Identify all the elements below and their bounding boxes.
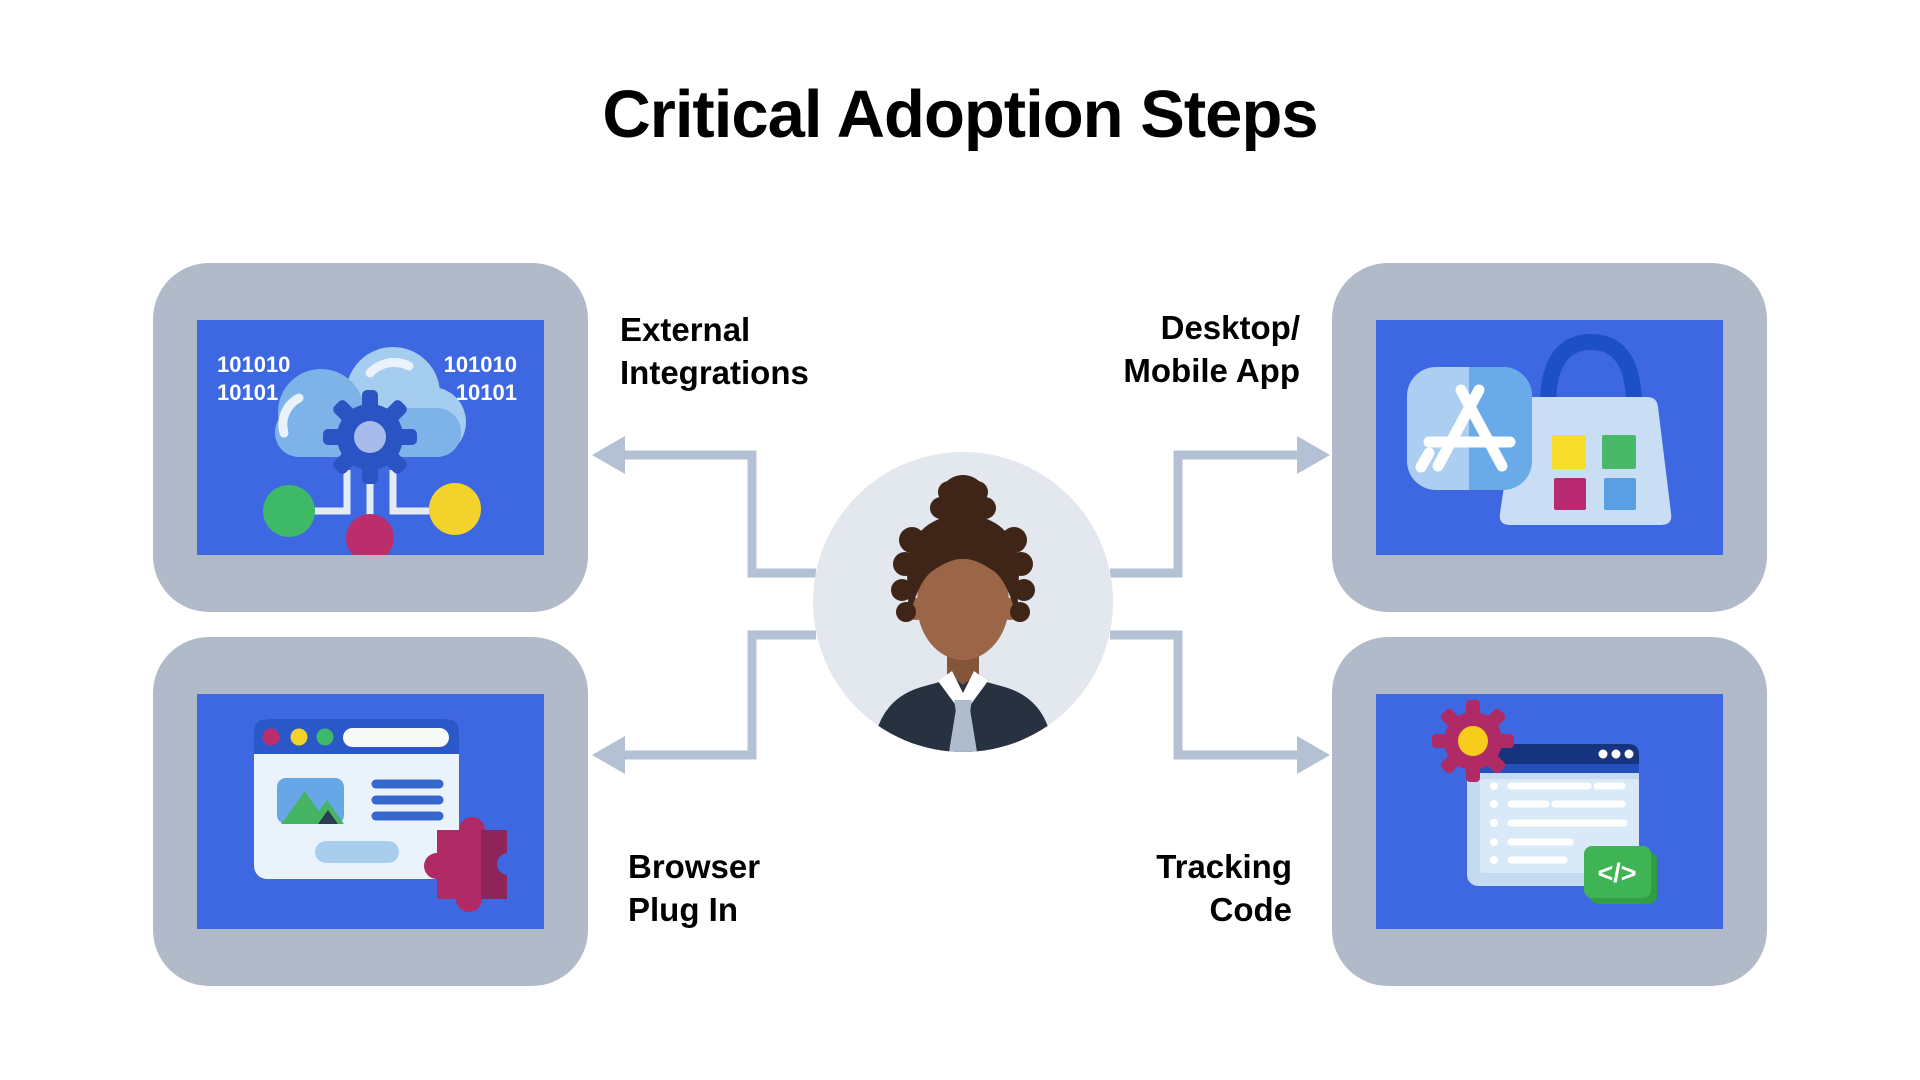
hair-bun xyxy=(891,475,1035,622)
gear-icon xyxy=(1432,700,1514,782)
label-desktop-mobile-app: Desktop/ Mobile App xyxy=(1123,306,1300,392)
label-line: External xyxy=(620,311,751,348)
label-line: Mobile App xyxy=(1123,352,1300,389)
label-line: Tracking xyxy=(1156,848,1292,885)
window-dot xyxy=(1611,749,1621,759)
arrowhead-left-icon xyxy=(592,736,625,774)
window-dot-magenta xyxy=(262,728,280,746)
label-browser-plug-in: Browser Plug In xyxy=(628,845,760,931)
puzzle-piece-icon xyxy=(424,817,519,912)
face xyxy=(917,546,1009,660)
shirt-collar xyxy=(938,671,988,715)
connector-top-left xyxy=(624,450,816,578)
button-pill xyxy=(315,841,399,863)
binary-text: 101010 xyxy=(444,352,517,377)
arrowhead-left-icon xyxy=(592,436,625,474)
tie xyxy=(949,709,977,752)
code-badge-icon: </> xyxy=(1584,846,1657,904)
bag-tile-green xyxy=(1602,435,1636,469)
label-line: Desktop/ xyxy=(1160,309,1300,346)
node-magenta xyxy=(346,514,394,555)
window-dot-yellow xyxy=(290,728,308,746)
app-store-icon xyxy=(1407,367,1532,490)
window-dot-green xyxy=(316,728,334,746)
label-external-integrations: External Integrations xyxy=(620,308,809,394)
window-dot xyxy=(1598,749,1608,759)
arrowhead-right-icon xyxy=(1297,436,1330,474)
card-tracking-code: </> xyxy=(1332,637,1767,986)
screen-desktop-mobile-app xyxy=(1376,320,1723,555)
app-store-bag-illustration xyxy=(1407,333,1672,525)
code-lines xyxy=(1507,782,1628,864)
bag-tile-yellow xyxy=(1552,435,1586,469)
label-line: Plug In xyxy=(628,891,738,928)
code-bullets xyxy=(1490,782,1498,864)
text-lines xyxy=(371,779,444,821)
shopping-bag-icon xyxy=(1499,333,1672,525)
page-title: Critical Adoption Steps xyxy=(602,77,1318,152)
cloud-integrations-illustration: 101010 10101 101010 10101 xyxy=(217,347,517,555)
connector-top-right xyxy=(1110,450,1298,578)
arrowhead-right-icon xyxy=(1297,736,1330,774)
label-tracking-code: Tracking Code xyxy=(1156,845,1292,931)
card-browser-plug-in xyxy=(153,637,588,986)
bag-tile-magenta xyxy=(1554,478,1586,510)
binary-text: 101010 xyxy=(217,352,290,377)
label-line: Browser xyxy=(628,848,761,885)
tracking-code-illustration: </> xyxy=(1432,700,1657,904)
person-avatar xyxy=(873,475,1053,752)
avatar xyxy=(813,452,1113,752)
screen-tracking-code: </> xyxy=(1376,694,1723,929)
gear-icon xyxy=(323,390,417,484)
browser-window-icon xyxy=(254,719,459,879)
connector-bottom-right xyxy=(1110,630,1298,760)
window-dot xyxy=(1624,749,1634,759)
image-placeholder-icon xyxy=(277,778,344,824)
card-desktop-mobile-app xyxy=(1332,263,1767,612)
code-badge-text: </> xyxy=(1597,858,1636,888)
binary-text: 10101 xyxy=(456,380,517,405)
label-line: Code xyxy=(1209,891,1293,928)
bag-tile-blue xyxy=(1604,478,1636,510)
node-yellow xyxy=(429,483,481,535)
screen-browser-plug-in xyxy=(197,694,544,929)
card-external-integrations: 101010 10101 101010 10101 xyxy=(153,263,588,612)
browser-puzzle-illustration xyxy=(254,719,519,912)
connector-bottom-left xyxy=(624,630,816,760)
label-line: Integrations xyxy=(620,354,809,391)
person-avatar-illustration xyxy=(873,475,1053,752)
node-green xyxy=(263,485,315,537)
screen-external-integrations: 101010 10101 101010 10101 xyxy=(197,320,544,555)
address-bar xyxy=(343,728,449,747)
binary-text: 10101 xyxy=(217,380,278,405)
hair xyxy=(907,514,1019,620)
